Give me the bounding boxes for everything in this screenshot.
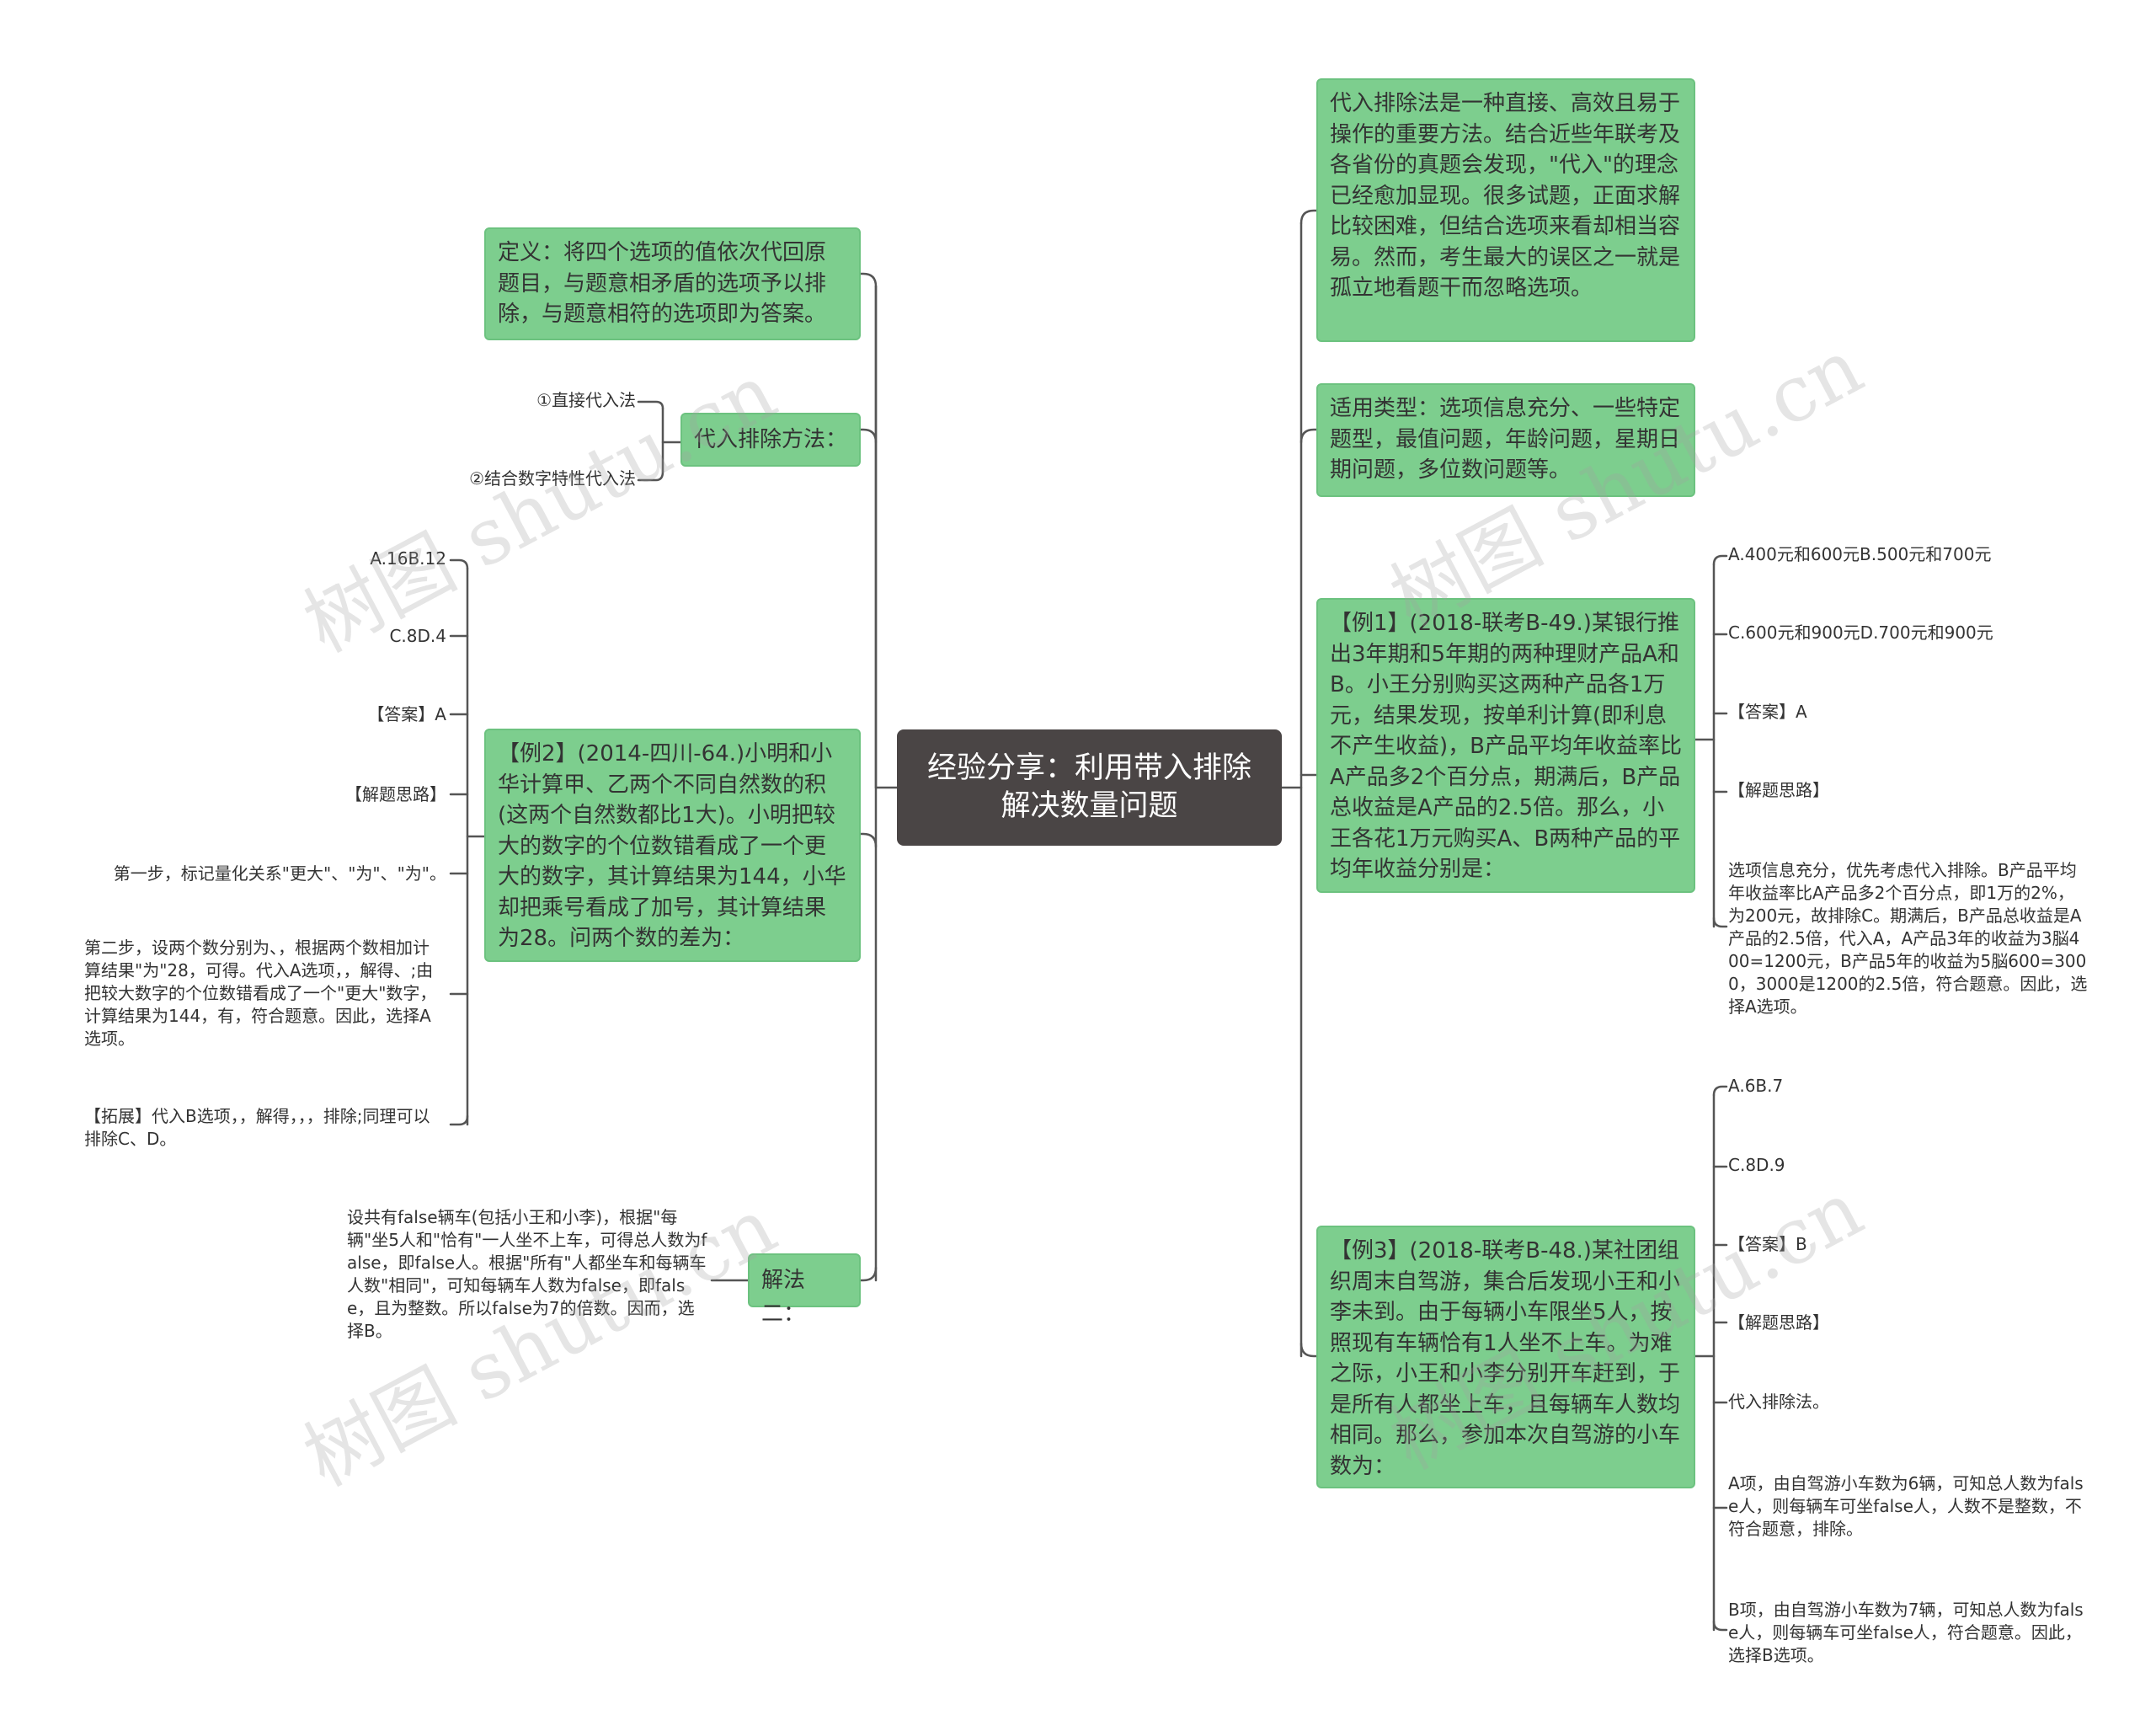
- intro-text: 代入排除法是一种直接、高效且易于操作的重要方法。结合近些年联考及各省份的真题会发…: [1330, 91, 1681, 301]
- solution2-node[interactable]: 解法二：: [748, 1253, 861, 1327]
- example3-item-answer[interactable]: 【答案】B: [1728, 1234, 1807, 1254]
- example1-text: 【例1】(2018-联考B-49.)某银行推出3年期和5年期的两种理财产品A和B…: [1330, 611, 1682, 882]
- example2-item-step1[interactable]: 第一步，标记量化关系"更大"、"为"、"为"。: [113, 863, 446, 884]
- example1-node[interactable]: 【例1】(2018-联考B-49.)某银行推出3年期和5年期的两种理财产品A和B…: [1316, 598, 1695, 893]
- root-title: 经验分享：利用带入排除解决数量问题: [926, 751, 1251, 823]
- method-label: 代入排除方法：: [694, 427, 848, 452]
- example1-item-explanation[interactable]: 选项信息充分，优先考虑代入排除。B产品平均年收益率比A产品多2个百分点，即1万的…: [1728, 860, 2088, 1017]
- example3-text: 【例3】(2018-联考B-48.)某社团组织周末自驾游，集合后发现小王和小李未…: [1330, 1238, 1681, 1479]
- example3-item-option-a[interactable]: A项，由自驾游小车数为6辆，可知总人数为false人，则每辆车可坐false人，…: [1728, 1473, 2084, 1539]
- example2-text: 【例2】(2014-四川-64.)小明和小华计算甲、乙两个不同自然数的积(这两个…: [498, 741, 846, 951]
- example2-item-extension[interactable]: 【拓展】代入B选项，，解得，，，排除;同理可以排除C、D。: [84, 1106, 430, 1149]
- root-topic[interactable]: 经验分享：利用带入排除解决数量问题: [897, 729, 1282, 846]
- example3-item-approach[interactable]: 【解题思路】: [1728, 1312, 1829, 1333]
- example2-item-step2[interactable]: 第二步，设两个数分别为、，根据两个数相加计算结果"为"28，可得。代入A选项，，…: [84, 938, 437, 1049]
- method-node[interactable]: 代入排除方法：: [680, 413, 861, 467]
- example3-node[interactable]: 【例3】(2018-联考B-48.)某社团组织周末自驾游，集合后发现小王和小李未…: [1316, 1226, 1695, 1488]
- example3-item-options-cd[interactable]: C.8D.9: [1728, 1155, 1785, 1175]
- method-item-2[interactable]: ②结合数字特性代入法: [469, 468, 636, 489]
- example1-item-answer[interactable]: 【答案】A: [1728, 702, 1807, 722]
- example1-item-options-ab[interactable]: A.400元和600元B.500元和700元: [1728, 544, 1992, 564]
- example1-item-approach[interactable]: 【解题思路】: [1728, 780, 1829, 800]
- intro-node[interactable]: 代入排除法是一种直接、高效且易于操作的重要方法。结合近些年联考及各省份的真题会发…: [1316, 78, 1695, 342]
- example2-item-answer[interactable]: 【答案】A: [367, 704, 446, 724]
- example2-item-options-ab[interactable]: A.16B.12: [370, 548, 446, 569]
- example2-node[interactable]: 【例2】(2014-四川-64.)小明和小华计算甲、乙两个不同自然数的积(这两个…: [484, 729, 861, 962]
- example1-item-options-cd[interactable]: C.600元和900元D.700元和900元: [1728, 622, 1993, 643]
- example2-item-options-cd[interactable]: C.8D.4: [389, 626, 446, 646]
- example3-item-options-ab[interactable]: A.6B.7: [1728, 1076, 1784, 1096]
- example3-item-option-b[interactable]: B项，由自驾游小车数为7辆，可知总人数为false人，则每辆车可坐false人，…: [1728, 1600, 2084, 1665]
- method-item-1[interactable]: ①直接代入法: [536, 390, 636, 410]
- definition-text: 定义：将四个选项的值依次代回原题目，与题意相矛盾的选项予以排除，与题意相符的选项…: [498, 240, 827, 327]
- types-text: 适用类型：选项信息充分、一些特定题型，最值问题，年龄问题，星期日期问题，多位数问…: [1330, 396, 1681, 483]
- solution2-label: 解法二：: [761, 1268, 806, 1327]
- types-node[interactable]: 适用类型：选项信息充分、一些特定题型，最值问题，年龄问题，星期日期问题，多位数问…: [1316, 383, 1695, 497]
- solution2-text[interactable]: 设共有false辆车(包括小王和小李)，根据"每辆"坐5人和"恰有"一人坐不上车…: [347, 1207, 707, 1341]
- definition-node[interactable]: 定义：将四个选项的值依次代回原题目，与题意相矛盾的选项予以排除，与题意相符的选项…: [484, 227, 861, 340]
- example2-item-approach[interactable]: 【解题思路】: [345, 784, 446, 804]
- example3-item-method[interactable]: 代入排除法。: [1728, 1392, 1829, 1412]
